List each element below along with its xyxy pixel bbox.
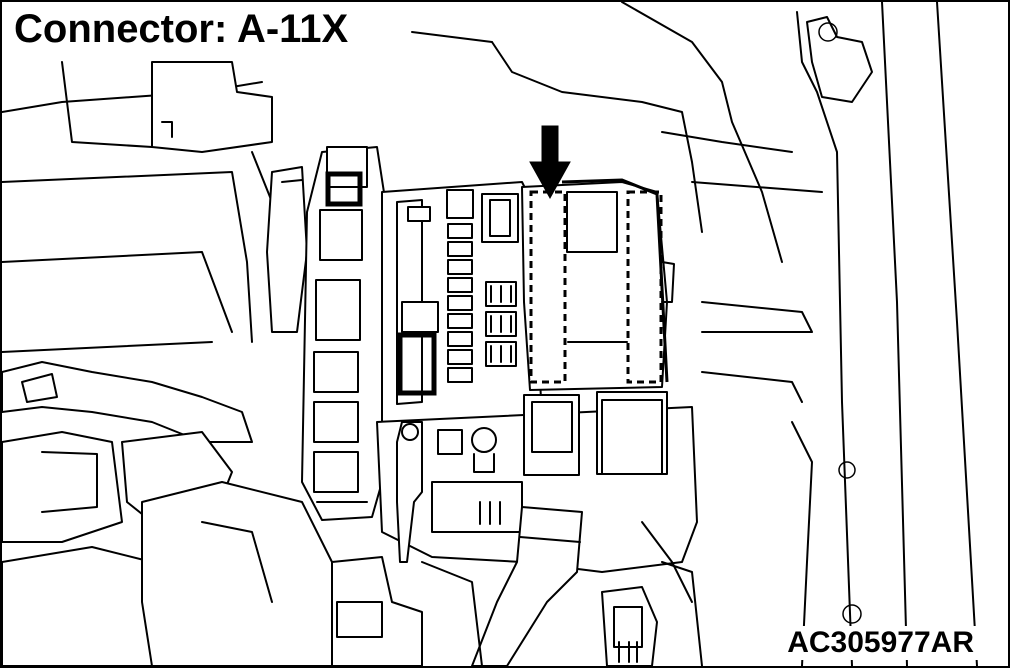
lower-cables xyxy=(331,506,703,666)
wiring-harness-left xyxy=(2,166,333,666)
relay-column xyxy=(301,146,388,521)
body-panel xyxy=(791,2,978,666)
arrow-down-icon xyxy=(529,125,571,200)
fuse-column xyxy=(446,189,474,383)
battery-area xyxy=(2,61,283,353)
fuse-box xyxy=(381,181,543,433)
relay-block xyxy=(521,178,675,391)
lower-box xyxy=(376,391,698,603)
connector-title: Connector: A-11X xyxy=(14,6,355,52)
hood-contours xyxy=(411,2,823,403)
figure-code: AC305977AR xyxy=(783,626,978,660)
